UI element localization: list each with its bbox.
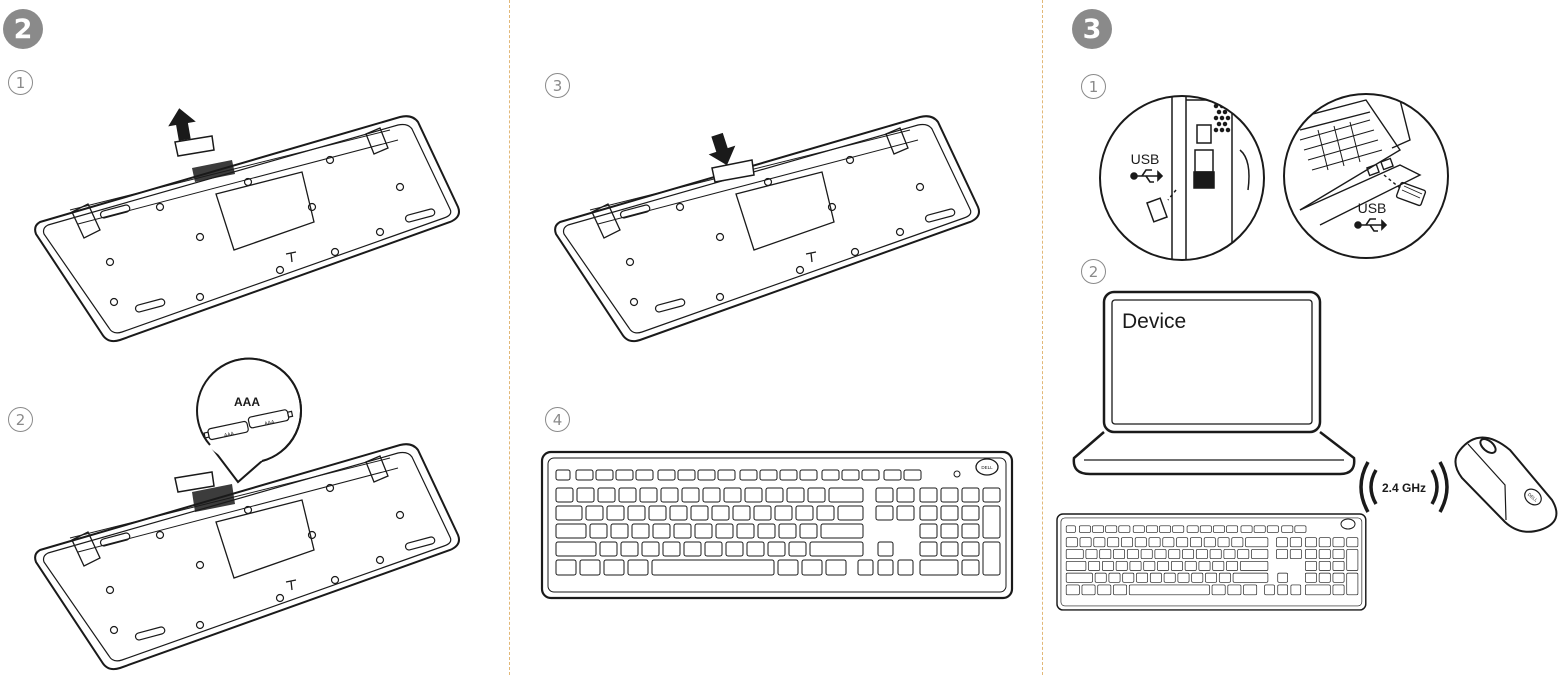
usb-icon bbox=[1354, 218, 1388, 232]
substep-open-cover: 1 bbox=[8, 70, 33, 95]
substep-insert-batteries: 2 bbox=[8, 407, 33, 432]
substep-keyboard-ready: 4 bbox=[545, 407, 570, 432]
mouse-logo: DELL bbox=[1527, 492, 1539, 503]
usb-icon bbox=[1130, 169, 1164, 183]
keyboard-logo: DELL bbox=[981, 465, 993, 470]
usb-label-laptop: USB bbox=[1358, 200, 1387, 216]
wireless-mouse: DELL bbox=[1454, 436, 1558, 533]
laptop-screen-label: Device bbox=[1122, 310, 1186, 333]
keyboard-top-view: DELL bbox=[540, 450, 1014, 600]
laptop: Device bbox=[1072, 290, 1356, 476]
frequency-label: 2.4 GHz bbox=[1382, 481, 1426, 495]
arrow-down-icon bbox=[708, 132, 736, 166]
usb-label-desktop: USB bbox=[1131, 151, 1160, 167]
keyboard-underside-open-cover bbox=[34, 115, 460, 343]
battery-cell-label-2: AAA bbox=[264, 419, 276, 427]
step-badge-connect: 3 bbox=[1072, 9, 1112, 49]
keyboard-small bbox=[1056, 513, 1367, 611]
substep-pair-devices: 2 bbox=[1081, 259, 1106, 284]
battery-type-label: AAA bbox=[234, 395, 260, 409]
desktop-usb-callout: USB bbox=[1099, 95, 1265, 261]
substep-close-cover: 3 bbox=[545, 73, 570, 98]
arrow-up-icon bbox=[168, 108, 196, 141]
keyboard-underside-close-cover bbox=[554, 115, 980, 343]
laptop-usb-callout: USB bbox=[1283, 93, 1449, 259]
battery-cell-label-1: AAA bbox=[224, 431, 236, 439]
panel-divider-2 bbox=[1042, 0, 1043, 675]
substep-plug-receiver: 1 bbox=[1081, 74, 1106, 99]
wireless-signal: 2.4 GHz bbox=[1359, 461, 1449, 513]
panel-divider-1 bbox=[509, 0, 510, 675]
step-badge-battery: 2 bbox=[3, 9, 43, 49]
keyboard-underside-insert-batteries bbox=[34, 443, 460, 671]
battery-callout: AAA AAA AAA bbox=[195, 357, 302, 484]
